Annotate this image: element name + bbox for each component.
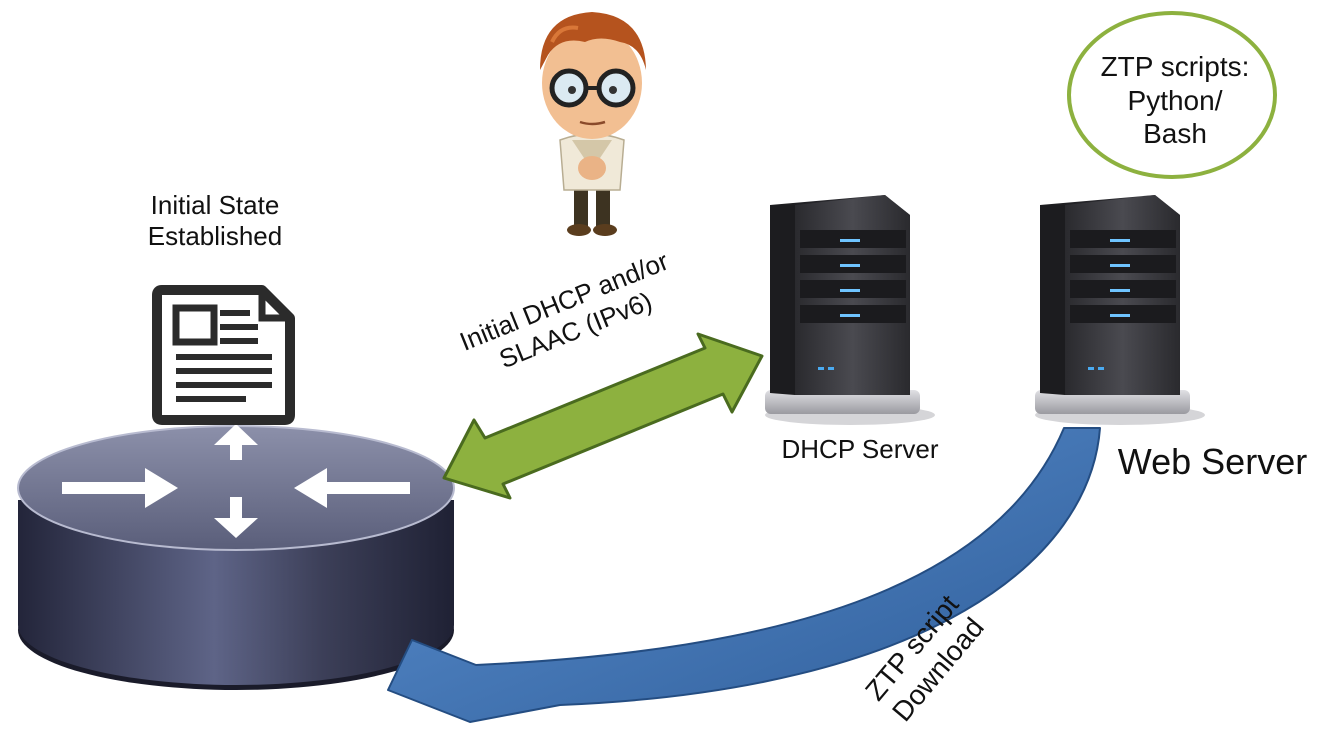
ztp-scripts-label: ZTP scripts: Python/ Bash bbox=[1080, 50, 1270, 151]
document-icon bbox=[152, 285, 295, 425]
web-server-label: Web Server bbox=[1117, 441, 1308, 482]
server-icon bbox=[1035, 195, 1205, 425]
ztp-scripts-line-3: Bash bbox=[1143, 118, 1207, 150]
ztp-scripts-line-1: ZTP scripts: bbox=[1100, 51, 1250, 82]
person-icon bbox=[540, 12, 646, 236]
initial-state-label: Initial State Established bbox=[110, 190, 320, 252]
dhcp-server-label: DHCP Server bbox=[781, 434, 939, 464]
initial-state-line-1: Initial State bbox=[150, 190, 280, 220]
server-icon bbox=[765, 195, 935, 425]
ztp-scripts-line-2: Python/ bbox=[1127, 84, 1223, 116]
initial-state-line-2: Established bbox=[147, 221, 283, 252]
router-arrows-icon bbox=[62, 424, 410, 538]
download-arrow bbox=[387, 427, 1101, 723]
dhcp-double-arrow bbox=[442, 332, 764, 500]
ztp-scripts-bubble bbox=[1067, 11, 1277, 179]
router-icon bbox=[17, 424, 455, 690]
